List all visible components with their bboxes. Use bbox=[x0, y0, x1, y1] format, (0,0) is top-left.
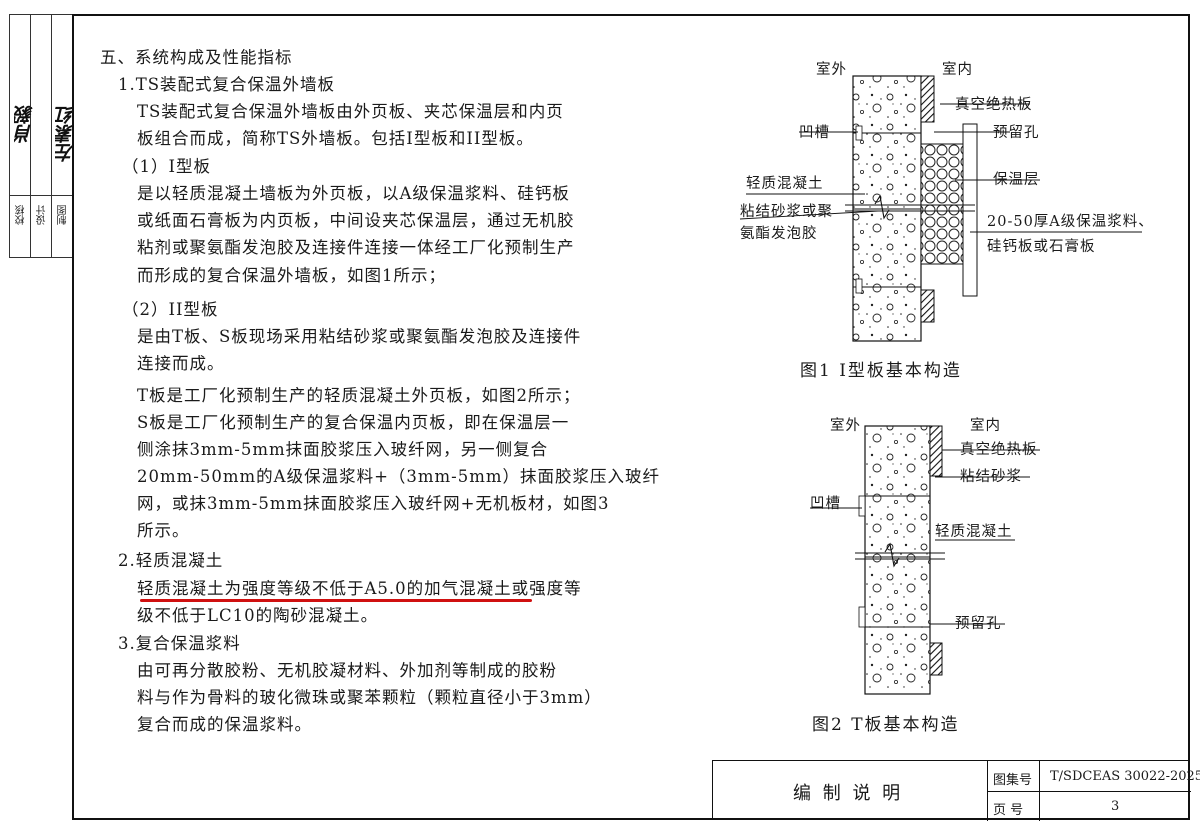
paragraph-line: S板是工厂化预制生产的复合保温内页板，即在保温层一 bbox=[137, 413, 570, 432]
paragraph-line: 网，或抹3mm-5mm抹面胶浆压入玻纤网+无机板材，如图3 bbox=[137, 494, 610, 513]
fig1-inside-label: 室内 bbox=[942, 62, 973, 78]
fig2-reserved-hole-label: 预留孔 bbox=[955, 616, 1002, 632]
item3-title: 3.复合保温浆料 bbox=[118, 634, 241, 653]
fig1-insulation-label: 保温层 bbox=[993, 172, 1040, 188]
sub2-title: （2）II型板 bbox=[122, 300, 219, 319]
paragraph-line: 复合而成的保温浆料。 bbox=[137, 715, 312, 734]
fig2-concrete-label: 轻质混凝土 bbox=[935, 524, 1013, 540]
highlighted-text: 轻质混凝土为强度等级不低于A5.0的加气混凝土 bbox=[137, 579, 512, 598]
atlas-number-value: T/SDCEAS 30022-2025 bbox=[1050, 769, 1200, 784]
fig2-vacuum-board-label: 真空绝热板 bbox=[960, 442, 1038, 458]
paragraph-line: 粘剂或聚氨酯发泡胶及连接件连接一体经工厂化预制生产 bbox=[137, 238, 575, 257]
paragraph-line: TS装配式复合保温外墙板由外页板、夹芯保温层和内页 bbox=[137, 102, 564, 121]
strip-divider bbox=[10, 195, 72, 196]
paragraph-line: 料与作为骨料的玻化微珠或聚苯颗粒（颗粒直径小于3mm） bbox=[137, 688, 602, 707]
red-underline bbox=[140, 599, 532, 602]
item2-title: 2.轻质混凝土 bbox=[118, 551, 224, 570]
paragraph-line: 由可再分散胶粉、无机胶凝材料、外加剂等制成的胶粉 bbox=[137, 661, 557, 680]
strip-divider bbox=[30, 15, 31, 257]
fig1-groove-label: 凹槽 bbox=[799, 125, 830, 141]
fig1-bonding-label: 氨酯发泡胶 bbox=[740, 226, 818, 242]
fig1-caption: 图1 I型板基本构造 bbox=[800, 361, 962, 381]
section-heading: 五、系统构成及性能指标 bbox=[100, 48, 293, 67]
fig2-bonding-mortar-label: 粘结砂浆 bbox=[960, 469, 1022, 485]
drawing-label: 制图 bbox=[58, 205, 69, 225]
fig1-reserved-hole-label: 预留孔 bbox=[993, 125, 1040, 141]
paragraph-line: 板组合而成，简称TS外墙板。包括I型板和II型板。 bbox=[137, 129, 534, 148]
sub1-title: （1）I型板 bbox=[122, 157, 212, 176]
title-block-divider bbox=[987, 791, 1191, 792]
paragraph-text: 或强度等 bbox=[511, 579, 582, 598]
paragraph-line: 或纸面石膏板为内页板，中间设夹芯保温层，通过无机胶 bbox=[137, 211, 575, 230]
drawing-frame bbox=[72, 14, 1190, 820]
paragraph-line: 级不低于LC10的陶砂混凝土。 bbox=[137, 606, 379, 625]
paragraph-line: 20mm-50mm的A级保温浆料+（3mm-5mm）抹面胶浆压入玻纤 bbox=[137, 467, 661, 486]
fig2-inside-label: 室内 bbox=[970, 418, 1001, 434]
paragraph-line: T板是工厂化预制生产的轻质混凝土外页板，如图2所示； bbox=[137, 386, 581, 405]
design-label: 设计 bbox=[37, 205, 48, 225]
signature-strip: 校核 设计 制图 肖毅 左素红 bbox=[9, 14, 77, 258]
fig2-outside-label: 室外 bbox=[830, 418, 861, 434]
paragraph-line: 是由T板、S板现场采用粘结砂浆或聚氨酯发泡胶及连接件 bbox=[137, 327, 582, 346]
strip-divider bbox=[51, 15, 52, 257]
review-label: 校核 bbox=[16, 205, 27, 225]
paragraph-line: 侧涂抹3mm-5mm抹面胶浆压入玻纤网，另一侧复合 bbox=[137, 440, 549, 459]
item2-line1: 轻质混凝土为强度等级不低于A5.0的加气混凝土或强度等 bbox=[137, 576, 582, 602]
fig1-concrete-label: 轻质混凝土 bbox=[746, 176, 824, 192]
paragraph-line: 而形成的复合保温外墙板，如图1所示； bbox=[137, 266, 446, 285]
paragraph-line: 所示。 bbox=[137, 521, 190, 540]
reviewer-signature: 肖毅 bbox=[14, 105, 36, 143]
page-number-value: 3 bbox=[1111, 799, 1120, 814]
fig2-groove-label: 凹槽 bbox=[810, 496, 841, 512]
fig1-a-grade-label: 硅钙板或石膏板 bbox=[987, 239, 1096, 255]
title-block: 编 制 说 明 图集号 T/SDCEAS 30022-2025 页 号 3 bbox=[712, 760, 1200, 821]
document-title: 编 制 说 明 bbox=[793, 783, 904, 804]
fig2-caption: 图2 T板基本构造 bbox=[812, 715, 960, 735]
fig1-outside-label: 室外 bbox=[816, 62, 847, 78]
fig1-bonding-label: 粘结砂浆或聚 bbox=[740, 204, 833, 220]
fig1-vacuum-board-label: 真空绝热板 bbox=[955, 97, 1033, 113]
fig1-a-grade-label: 20-50厚A级保温浆料、 bbox=[987, 214, 1154, 230]
paragraph-line: 连接而成。 bbox=[137, 354, 225, 373]
item1-title: 1.TS装配式复合保温外墙板 bbox=[118, 75, 336, 94]
atlas-number-label: 图集号 bbox=[993, 773, 1033, 788]
page-number-label: 页 号 bbox=[993, 803, 1024, 818]
paragraph-line: 是以轻质混凝土墙板为外页板，以A级保温浆料、硅钙板 bbox=[137, 184, 570, 203]
